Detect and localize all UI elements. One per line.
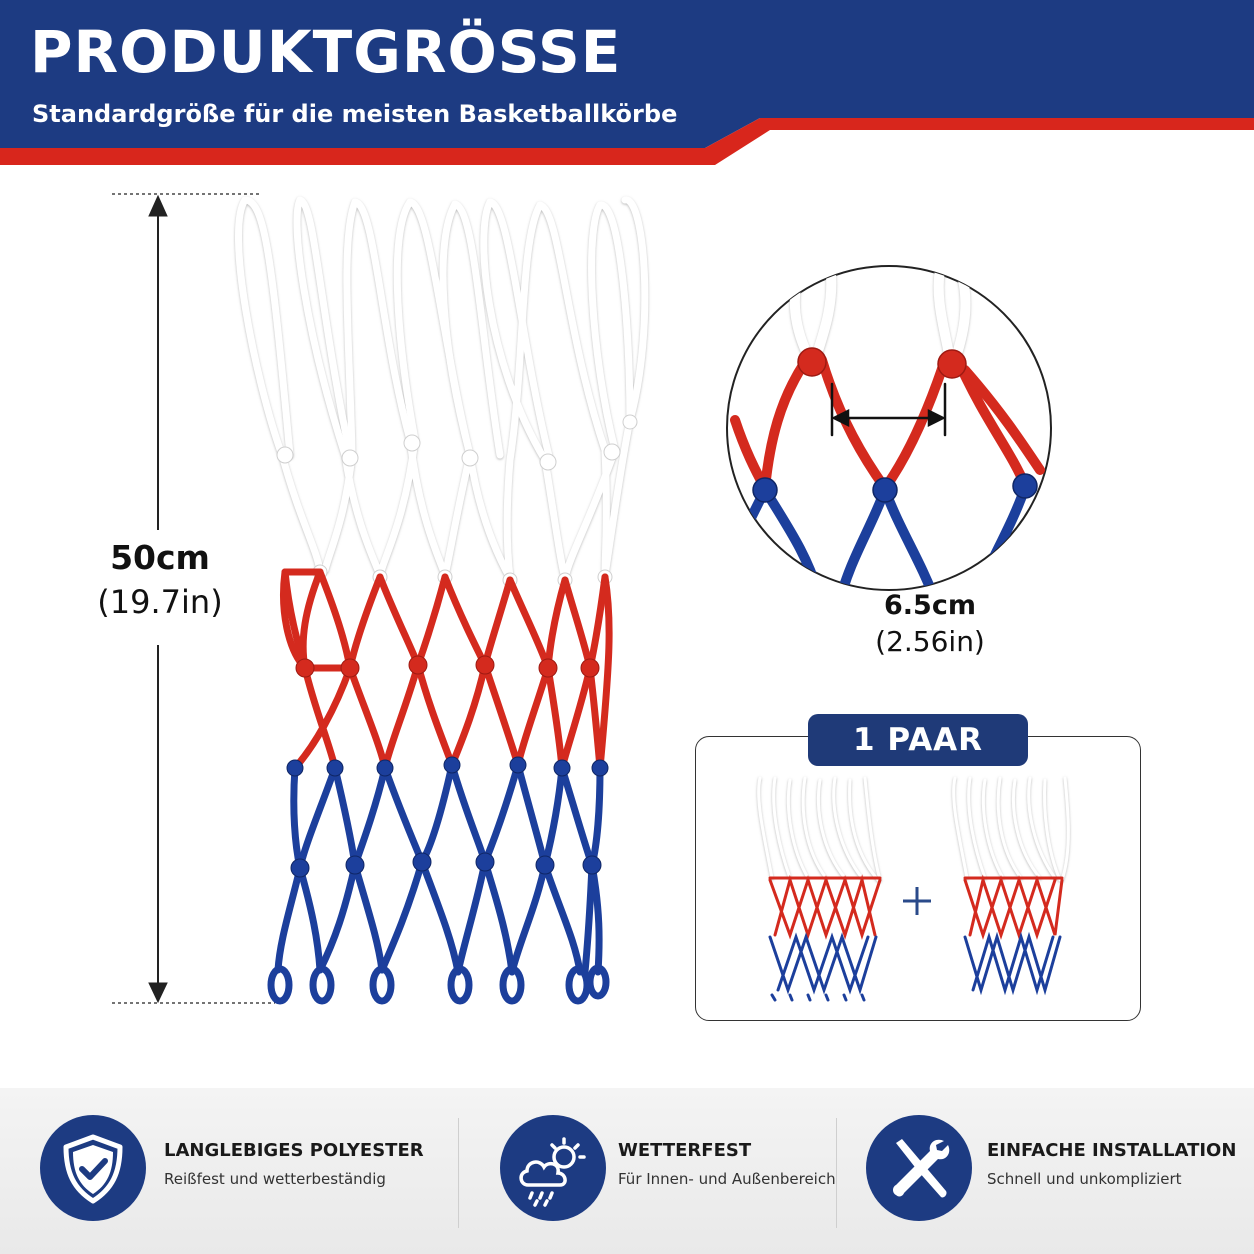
page-subtitle: Standardgröße für die meisten Basketball… [32,100,678,128]
mesh-label: 6.5cm (2.56in) [830,590,1030,658]
pair-net-right [952,776,1070,996]
footer-divider [836,1118,837,1228]
pair-badge: 1 PAAR [808,714,1028,766]
height-dimension-line [112,193,275,1004]
pair-box [695,736,1141,1021]
big-net-image [234,196,649,1005]
header-background [0,0,1254,165]
feature-subtitle: Für Innen- und Außenbereich [618,1170,836,1188]
height-in: (19.7in) [97,583,223,621]
plus-icon [903,887,931,915]
feature-title: LANGLEBIGES POLYESTER [164,1140,424,1161]
height-cm: 50cm [110,538,210,577]
mesh-cm: 6.5cm [884,590,976,621]
footer-divider [458,1118,459,1228]
tools-icon [866,1115,972,1221]
mesh-zoom-circle [726,265,1052,591]
feature-subtitle: Schnell und unkompliziert [987,1170,1182,1188]
feature-subtitle: Reißfest und wetterbeständig [164,1170,386,1188]
mesh-in: (2.56in) [875,625,985,658]
weather-icon [500,1115,606,1221]
feature-footer: LANGLEBIGES POLYESTER Reißfest und wette… [0,1088,1254,1254]
shield-check-icon [40,1115,146,1221]
pair-net-left [757,776,882,1002]
feature-weather: WETTERFEST Für Innen- und Außenbereich [500,1088,836,1254]
feature-polyester: LANGLEBIGES POLYESTER Reißfest und wette… [40,1088,450,1254]
feature-title: WETTERFEST [618,1140,752,1161]
product-illustration [112,193,1070,1005]
header-banner: PRODUKTGRÖSSE Standardgröße für die meis… [0,0,1254,170]
feature-title: EINFACHE INSTALLATION [987,1140,1237,1161]
height-label: 50cm (19.7in) [60,538,260,621]
feature-installation: EINFACHE INSTALLATION Schnell und unkomp… [866,1088,1246,1254]
page-title: PRODUKTGRÖSSE [30,18,622,86]
